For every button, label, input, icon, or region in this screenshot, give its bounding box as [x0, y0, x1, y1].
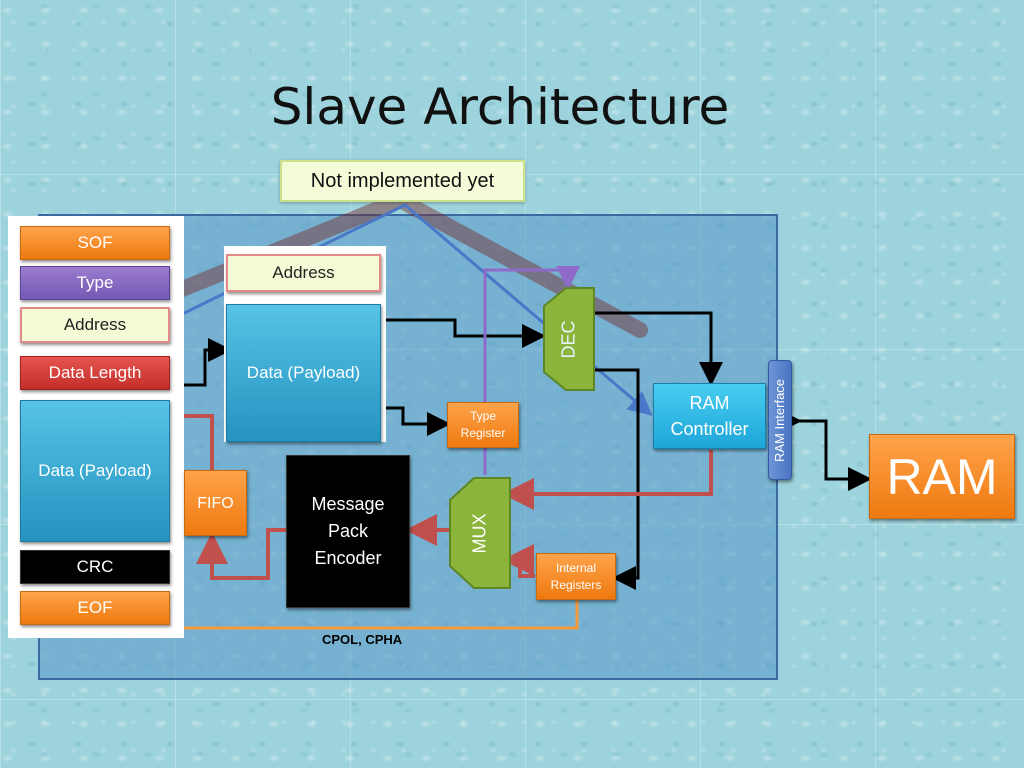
ram-controller-block: RAM Controller [653, 383, 766, 449]
ram-block: RAM [869, 434, 1015, 519]
type-register-line1: Type [469, 409, 496, 423]
dec-label: DEC [558, 319, 579, 359]
ram-interface-label: RAM Interface [772, 378, 788, 462]
slide-title: Slave Architecture [270, 78, 730, 136]
eof-field: EOF [20, 591, 170, 625]
data-length-field: Data Length [20, 356, 170, 390]
internal-registers-line2: Registers [550, 577, 602, 592]
address-field: Address [20, 307, 170, 343]
fifo-block: FIFO [184, 470, 247, 536]
data-payload-field: Data (Payload) [20, 400, 170, 542]
internal-registers-line1: Internal [555, 560, 597, 575]
inner-address-field: Address [226, 254, 381, 292]
dec-block: DEC [544, 288, 594, 390]
ram-controller-line1: RAM [689, 393, 730, 413]
type-register-block: Type Register [447, 402, 519, 448]
encoder-label-line1: Message [311, 494, 385, 514]
ram-controller-line2: Controller [670, 419, 749, 439]
cpol-cpha-label: CPOL, CPHA [322, 632, 403, 647]
type-field: Type [20, 266, 170, 300]
internal-registers-block: Internal Registers [536, 553, 616, 600]
encoder-label-line2: Pack [327, 521, 369, 541]
sof-field: SOF [20, 226, 170, 260]
message-pack-encoder-block: Message Pack Encoder [286, 455, 410, 608]
crc-field: CRC [20, 550, 170, 584]
not-implemented-note: Not implemented yet [280, 160, 525, 202]
type-register-line2: Register [460, 426, 506, 440]
inner-data-payload-field: Data (Payload) [226, 304, 381, 442]
ram-interface-block: RAM Interface [768, 360, 792, 480]
encoder-label-line3: Encoder [314, 548, 382, 568]
